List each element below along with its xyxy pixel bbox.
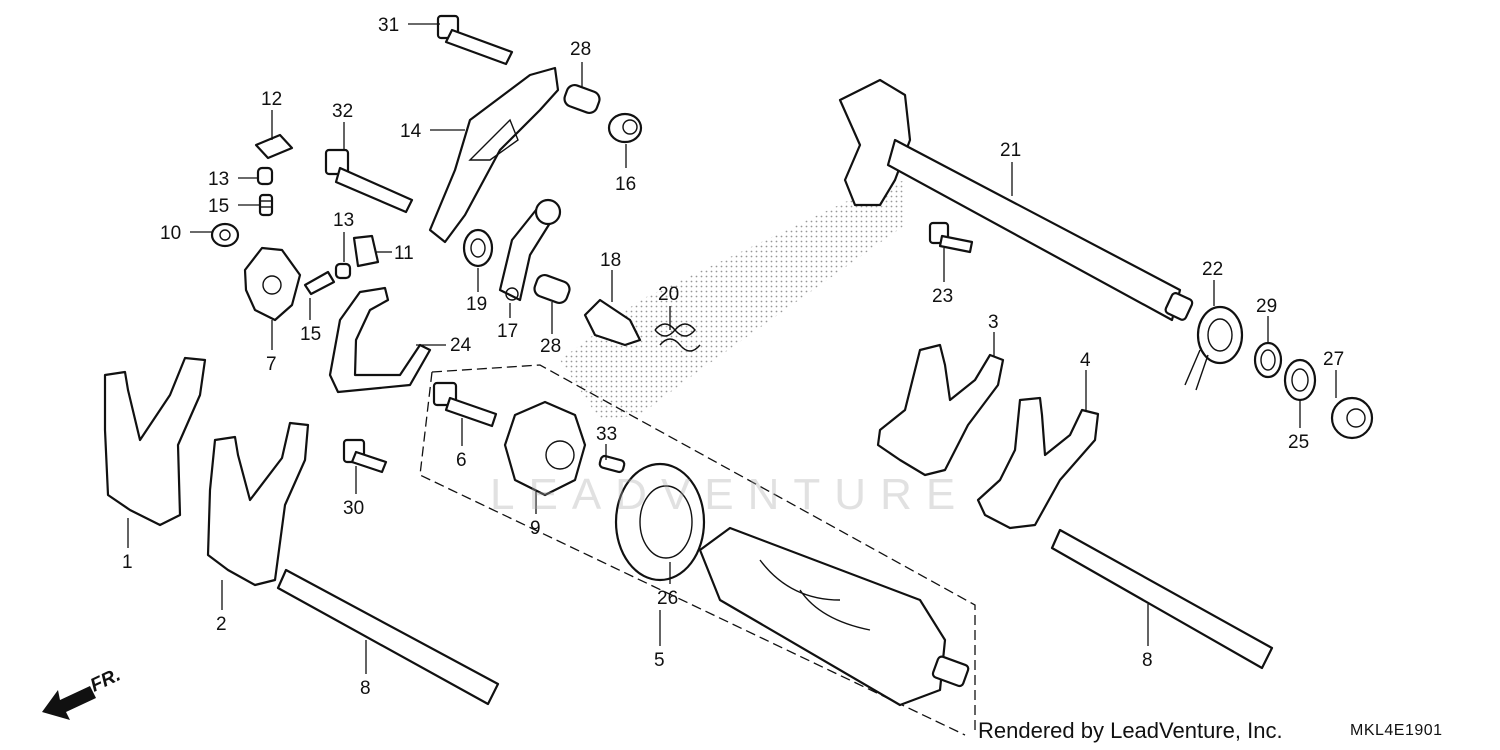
part-15-spring-b (303, 270, 336, 296)
callout-9: 9 (530, 518, 541, 539)
callout-26: 26 (657, 588, 678, 609)
part-30-bolt (342, 438, 388, 474)
part-13-pin-b (334, 262, 352, 280)
part-12-clip (254, 133, 294, 160)
part-31-bolt (436, 14, 514, 66)
part-17-link (498, 198, 562, 302)
callout-24: 24 (450, 335, 472, 356)
part-5-shift-drum (698, 526, 970, 707)
callout-2: 2 (216, 614, 227, 635)
part-22-return-spring (1184, 305, 1244, 391)
callout-22: 22 (1202, 259, 1223, 280)
callout-16: 16 (615, 174, 636, 195)
callout-5: 5 (654, 650, 665, 671)
part-26-bearing (614, 462, 706, 582)
callout-27: 27 (1323, 349, 1344, 370)
part-13-pin-a (256, 166, 274, 186)
callout-6: 6 (456, 450, 467, 471)
rendered-by-credit: Rendered by LeadVenture, Inc. (978, 718, 1283, 743)
callout-13: 13 (333, 210, 354, 231)
part-3-shift-fork (876, 343, 1005, 477)
part-8-fork-shaft-left (276, 568, 500, 706)
callout-20: 20 (658, 284, 679, 305)
callout-31: 31 (378, 15, 399, 36)
callout-13: 13 (208, 169, 229, 190)
callout-32: 32 (332, 101, 353, 122)
part-28-collar-bottom (533, 274, 571, 304)
part-20-spring (654, 323, 701, 352)
part-8-fork-shaft-right (1050, 528, 1274, 670)
callout-15: 15 (208, 196, 229, 217)
callout-14: 14 (400, 121, 422, 142)
front-arrow: FR. (42, 665, 124, 720)
part-21-shift-spindle (838, 78, 1194, 322)
callout-12: 12 (261, 89, 282, 110)
callout-28: 28 (540, 336, 561, 357)
callout-7: 7 (266, 354, 277, 375)
callout-10: 10 (160, 223, 181, 244)
callout-21: 21 (1000, 140, 1021, 161)
part-27-oil-seal (1330, 396, 1374, 440)
callout-8: 8 (1142, 650, 1153, 671)
callout-4: 4 (1080, 350, 1091, 371)
part-16-collar (607, 112, 643, 144)
callout-29: 29 (1256, 296, 1277, 317)
callout-18: 18 (600, 250, 621, 271)
callout-3: 3 (988, 312, 999, 333)
callout-labels: 31 28 32 12 14 16 13 15 10 13 11 19 17 1… (122, 15, 1344, 699)
part-1-shift-fork (103, 356, 207, 527)
part-15-spring-a (258, 193, 274, 217)
part-19-washer (462, 228, 494, 268)
callout-8: 8 (360, 678, 371, 699)
drum-assembly-outline (419, 364, 976, 736)
part-24-bracket (328, 286, 432, 394)
part-9-drum-center (503, 400, 587, 497)
callout-25: 25 (1288, 432, 1309, 453)
watermark: LEADVENTURE (490, 470, 970, 519)
part-2-shift-fork (206, 421, 310, 587)
callout-19: 19 (466, 294, 487, 315)
part-11-plate (352, 234, 380, 268)
callout-33: 33 (596, 424, 617, 445)
callout-30: 30 (343, 498, 364, 519)
dotted-projection-area (560, 180, 905, 420)
part-18-guide (583, 298, 642, 347)
callout-1: 1 (122, 552, 133, 573)
callout-17: 17 (497, 321, 518, 342)
part-10-nut (210, 222, 240, 248)
callout-23: 23 (932, 286, 953, 307)
part-7-shift-pawl (243, 246, 302, 322)
part-29-circlip (1253, 341, 1283, 379)
part-28-collar-top (563, 84, 601, 114)
part-4-shift-fork (976, 396, 1100, 530)
callout-28: 28 (570, 39, 591, 60)
part-25-washer (1283, 358, 1317, 402)
callout-11: 11 (394, 243, 414, 264)
part-6-bolt (432, 381, 498, 428)
part-32-bolt (324, 148, 414, 214)
part-14-stopper-plate (428, 66, 560, 244)
leader-lines (127, 23, 1337, 674)
callout-15: 15 (300, 324, 321, 345)
part-23-bolt (928, 221, 974, 254)
diagram-code: MKL4E1901 (1350, 722, 1443, 739)
